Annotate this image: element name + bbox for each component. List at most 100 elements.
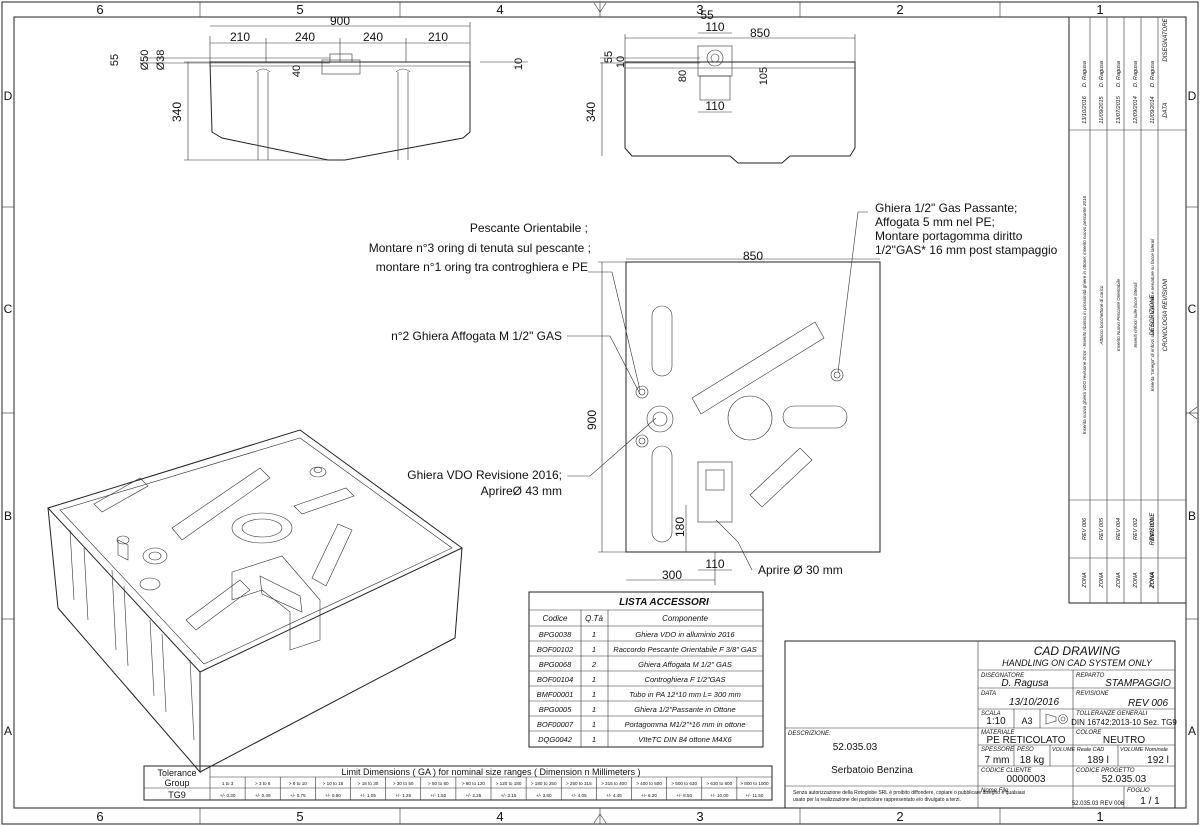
- tolerance-value: +/- 1.05: [360, 793, 376, 798]
- tolerance-range: > 630 to 800: [706, 781, 732, 786]
- dim-front-d50: Ø50: [139, 50, 151, 71]
- dim-top-height: 900: [585, 410, 599, 430]
- table-cell: 1: [592, 690, 596, 699]
- table-cell: BOF00007: [537, 720, 574, 729]
- revision-designer: D. Ragusa: [1082, 61, 1088, 87]
- revision-header: DISEGNATORE: [1163, 17, 1169, 61]
- tolerance-range: > 18 to 30: [358, 781, 379, 786]
- dim-front-width: 900: [330, 14, 350, 28]
- note-ghiera-vdo-1: Ghiera VDO Revisione 2016;: [407, 468, 562, 482]
- tolerance-value: +/- 0.49: [255, 793, 271, 798]
- field-label: DISEGNATORE: [981, 673, 1025, 679]
- col-label: 6: [96, 2, 103, 17]
- isometric-view: [47, 429, 463, 774]
- tolerance-value: +/- 11.50: [745, 793, 763, 798]
- dim-top-width: 850: [743, 249, 763, 263]
- revision-description: Inserito Nuovo Pescante Orientabile: [1116, 278, 1121, 351]
- tolerance-value: +/- 6.20: [641, 793, 657, 798]
- dim-top-300: 300: [662, 568, 682, 582]
- row-label: B: [4, 509, 12, 523]
- table-cell: 1: [592, 630, 596, 639]
- row-label: B: [1188, 509, 1196, 523]
- col-label: 1: [1096, 2, 1103, 17]
- field-label: CODICE PROGETTO: [1076, 768, 1135, 774]
- field-value-revisione: REV 006: [1128, 698, 1168, 709]
- tolerance-group: TG9: [168, 790, 186, 800]
- revision-footer: CRONOLOGIA REVISIONI: [1163, 278, 1169, 351]
- tolerance-range: > 30 to 50: [393, 781, 414, 786]
- field-label: REPARTO: [1076, 673, 1105, 679]
- tolerance-table: 1 to 3+/- 0.30> 3 to 6+/- 0.49> 6 to 10+…: [143, 765, 773, 801]
- field-value-descrizione: Serbatoio Benzina: [831, 765, 913, 776]
- accessories-header: Componente: [662, 614, 708, 623]
- side-view: 850 110 55 55 10 80 105 110 340: [584, 8, 856, 164]
- field-value-codice-cliente: 0000003: [1007, 774, 1046, 785]
- dim-side-height: 340: [584, 102, 598, 122]
- revision-header: REVISIONE: [1150, 512, 1156, 546]
- dim-side-10: 10: [615, 56, 627, 68]
- revision-header: ZONA: [1150, 572, 1156, 590]
- revision-zone: ZONA: [1150, 572, 1156, 589]
- dim-side-80: 80: [677, 70, 689, 82]
- tolerance-range: > 120 to 180: [496, 781, 522, 786]
- table-cell: BOF00104: [537, 675, 573, 684]
- row-label: D: [4, 89, 13, 103]
- field-value-vol-nom: 192 l: [1147, 755, 1169, 766]
- dim-side-105: 105: [758, 67, 770, 85]
- tolerance-value: +/- 4.05: [571, 793, 587, 798]
- revision-date: 13/07/2015: [1116, 95, 1122, 123]
- field-label: PESO: [1017, 747, 1034, 753]
- revision-designer: D. Ragusa: [1099, 61, 1105, 87]
- dim-front-seg: 210: [428, 30, 448, 44]
- dim-side-110-top: 110: [705, 20, 724, 34]
- note-aprire-30: Aprire Ø 30 mm: [758, 563, 843, 577]
- table-cell: 1: [592, 675, 596, 684]
- dim-front-40: 40: [291, 65, 303, 77]
- row-label: C: [4, 302, 13, 316]
- note-ghiera-passante-3: Montare portagomma diritto: [875, 229, 1023, 243]
- field-value-scala: 1:10: [986, 716, 1006, 727]
- table-cell: 1: [592, 720, 596, 729]
- tolerance-value: +/- 8.50: [676, 793, 692, 798]
- tolerance-range: > 6 to 10: [289, 781, 307, 786]
- field-value-tolleranze: DIN 16742:2013-10 Sez. TG9: [1071, 718, 1177, 727]
- tolerance-range: > 400 to 500: [636, 781, 662, 786]
- revision-designer: D. Ragusa: [1150, 61, 1156, 87]
- dim-side-width: 850: [750, 26, 770, 40]
- note-ghiera-passante-4: 1/2"GAS* 16 mm post stampaggio: [875, 243, 1058, 257]
- note-ghiera-passante-1: Ghiera 1/2" Gas Passante;: [875, 201, 1017, 215]
- tolerance-range: > 50 to 80: [428, 781, 449, 786]
- tolerance-range: 1 to 3: [222, 781, 234, 786]
- field-label: Nome File: [981, 788, 1009, 794]
- table-cell: 2: [591, 660, 597, 669]
- field-value-spessore: 7 mm: [985, 755, 1010, 766]
- revision-number: REV 002: [1133, 518, 1139, 540]
- field-label: FOGLIO: [1127, 788, 1150, 794]
- col-label: 3: [696, 809, 703, 824]
- dim-front-height: 340: [170, 102, 184, 122]
- title-block: CAD DRAWING HANDLING ON CAD SYSTEM ONLY …: [784, 640, 1177, 809]
- tolerance-range: > 10 to 18: [323, 781, 344, 786]
- dim-side-55-top: 55: [700, 8, 714, 22]
- table-cell: Ghiera 1/2"Passante in Ottone: [634, 705, 735, 714]
- table-cell: VIteTC DIN 84 ottone M4X6: [638, 735, 732, 744]
- revision-date: 12/09/2014: [1133, 96, 1139, 124]
- revision-date: 11/09/2015: [1099, 96, 1105, 124]
- field-label: DATA: [981, 691, 996, 697]
- note-pescante-3: montare n°1 oring tra controghiera e PE: [376, 260, 588, 274]
- col-label: 2: [896, 809, 903, 824]
- table-cell: Ghiera Affogata M 1/2" GAS: [638, 660, 732, 669]
- dim-front-seg: 240: [295, 30, 315, 44]
- field-value-disegnatore: D. Ragusa: [1001, 678, 1049, 689]
- field-label: MATERIALE: [981, 730, 1016, 736]
- table-cell: Portagomma M1/2"*16 mm in ottone: [624, 720, 745, 729]
- tolerance-range: > 250 to 315: [566, 781, 592, 786]
- tolerance-range: > 80 to 120: [462, 781, 486, 786]
- revision-zone: ZONA: [1133, 572, 1139, 589]
- table-cell: BPG0005: [539, 705, 572, 714]
- revision-description: Inseriti rinforzi sulle facce laterali: [1133, 281, 1138, 347]
- field-value-peso: 18 kg: [1020, 755, 1044, 766]
- front-view: 900 210 240 240 210 55 Ø50 Ø38 40 10 340: [109, 14, 528, 161]
- revision-designer: D. Ragusa: [1133, 61, 1139, 87]
